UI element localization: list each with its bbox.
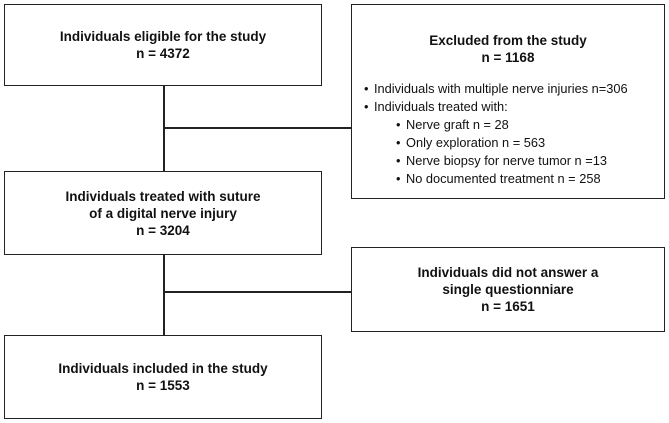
bullet-icon: • [396,135,401,150]
treated-line2: of a digital nerve injury [89,205,237,221]
excluded-list: •Individuals with multiple nerve injurie… [352,80,664,188]
no-answer-line1: Individuals did not answer a [417,265,599,280]
list-item: •Individuals treated with: [364,99,508,114]
bullet-icon: • [396,171,401,186]
excluded-box: Excluded from the study n = 1168 •Indivi… [351,4,665,199]
treated-count: n = 3204 [136,222,190,238]
bullet-icon: • [364,99,369,114]
list-subitem: •Only exploration n = 563 [396,135,546,150]
bullet-icon: • [396,117,401,132]
no-answer-line2: single questionniare [442,282,574,297]
eligible-box: Individuals eligible for the study n = 4… [4,4,322,86]
excluded-title: Excluded from the study [429,33,587,48]
list-subitem: •Nerve biopsy for nerve tumor n =13 [396,153,607,168]
list-item: •Individuals with multiple nerve injurie… [364,81,628,96]
eligible-count: n = 4372 [136,46,190,61]
list-subitem: •Nerve graft n = 28 [396,117,509,132]
included-count: n = 1553 [136,378,190,393]
treated-line1: Individuals treated with suture [65,188,261,204]
eligible-title: Individuals eligible for the study [59,29,267,44]
treated-box: Individuals treated with suture of a dig… [4,171,322,255]
connector-to-excluded [163,127,351,129]
excluded-count: n = 1168 [481,50,535,65]
connector-to-no-answer [163,291,351,293]
no-answer-box: Individuals did not answer a single ques… [351,247,665,332]
bullet-icon: • [364,81,369,96]
list-subitem: •No documented treatment n = 258 [396,171,601,186]
included-title: Individuals included in the study [58,361,268,376]
connector-treated-to-included [163,255,165,335]
bullet-icon: • [396,153,401,168]
excluded-header: Excluded from the study n = 1168 [352,32,664,66]
no-answer-count: n = 1651 [481,299,535,314]
included-box: Individuals included in the study n = 15… [4,335,322,419]
connector-eligible-to-treated [163,86,165,171]
